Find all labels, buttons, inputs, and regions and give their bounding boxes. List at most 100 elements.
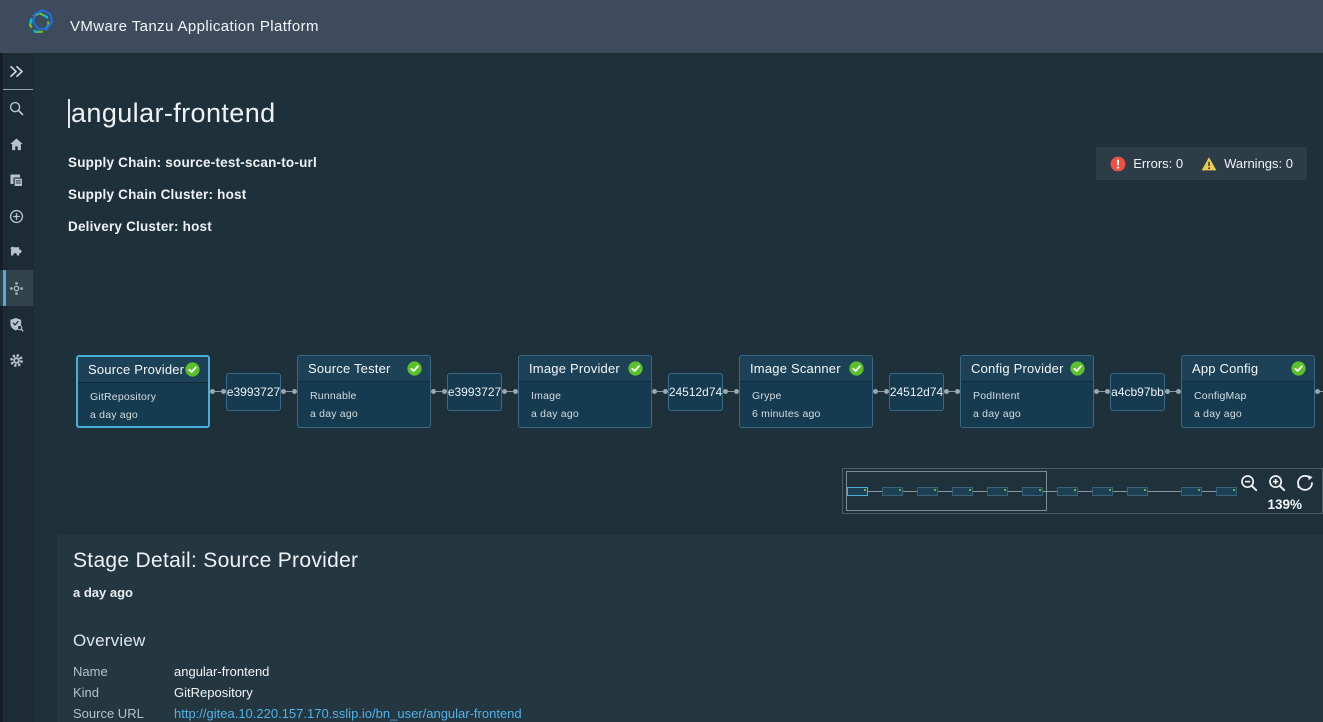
settings-icon xyxy=(8,352,25,369)
overview-field-row: Source URL http://gitea.10.220.157.170.ss… xyxy=(73,703,1323,722)
sidebar-item-search[interactable] xyxy=(0,90,33,126)
zoom-out-icon[interactable] xyxy=(1240,474,1258,492)
success-check-icon xyxy=(407,361,422,376)
graph-connector xyxy=(1165,389,1181,394)
minimap-node xyxy=(1127,487,1148,496)
sidebar-item-supply-chains[interactable] xyxy=(0,270,33,306)
field-value: GitRepository xyxy=(174,685,253,700)
artifact-node[interactable]: 24512d74 xyxy=(889,372,944,411)
graph-connector xyxy=(210,389,226,394)
stage-node-title: Image Scanner xyxy=(750,361,841,376)
artifact-node[interactable]: e3993727 xyxy=(447,372,502,411)
graph-connector xyxy=(944,389,960,394)
catalog-icon xyxy=(8,172,25,189)
stage-node-header: App Config xyxy=(1182,356,1314,382)
sidebar-item-create[interactable] xyxy=(0,198,33,234)
graph-connector xyxy=(1315,389,1323,394)
minimap-node xyxy=(1022,487,1043,496)
supply-chain-cluster-label: Supply Chain Cluster: host xyxy=(68,187,247,202)
stage-node-age: a day ago xyxy=(90,409,138,421)
supply-chain-label: Supply Chain: source-test-scan-to-url xyxy=(68,155,317,170)
minimap-connector xyxy=(1078,491,1092,492)
minimap-connector xyxy=(1043,491,1057,492)
sidebar-item-catalog[interactable] xyxy=(0,162,33,198)
sidebar-item-plugins[interactable] xyxy=(0,234,33,270)
create-icon xyxy=(8,208,25,225)
text-caret xyxy=(68,99,70,128)
field-label: Name xyxy=(73,664,108,679)
artifact-hash: e3993727 xyxy=(447,384,502,399)
minimap-connector xyxy=(903,491,917,492)
sidebar-gutter xyxy=(0,53,3,722)
success-check-icon xyxy=(1070,361,1085,376)
page-title: angular-frontend xyxy=(71,98,276,128)
stage-node-header: Config Provider xyxy=(961,356,1093,382)
success-check-icon xyxy=(1291,361,1306,376)
tanzu-logo-icon xyxy=(28,8,54,33)
security-analysis-icon xyxy=(8,316,25,333)
warnings-count: Warnings: 0 xyxy=(1224,156,1293,171)
expand-icon xyxy=(7,62,26,81)
stage-node-age: a day ago xyxy=(973,408,1021,420)
minimap-node xyxy=(952,487,973,496)
stage-node-title: Image Provider xyxy=(529,361,620,376)
zoom-in-icon[interactable] xyxy=(1268,474,1286,492)
sidebar-item-expand-sidebar[interactable] xyxy=(0,53,33,89)
sidebar-item-home[interactable] xyxy=(0,126,33,162)
errors-count: Errors: 0 xyxy=(1133,156,1184,171)
graph-connector xyxy=(281,389,297,394)
minimap-node xyxy=(1057,487,1078,496)
artifact-node[interactable]: e3993727 xyxy=(226,372,281,411)
sidebar-divider xyxy=(3,89,33,90)
graph-minimap[interactable]: 139% xyxy=(842,468,1323,514)
stage-node-header: Image Provider xyxy=(519,356,651,382)
field-label: Source URL xyxy=(73,706,144,721)
stage-node-kind: PodIntent xyxy=(973,390,1020,402)
stage-node-header: Source Provider xyxy=(78,357,208,383)
stage-node-age: a day ago xyxy=(1194,408,1242,420)
artifact-node[interactable]: 24512d74 xyxy=(668,372,723,411)
reset-view-icon[interactable] xyxy=(1296,474,1314,492)
stage-detail-panel: Stage Detail: Source Provider a day ago … xyxy=(57,535,1323,722)
artifact-node[interactable]: a4cb97bb xyxy=(1110,372,1165,411)
search-icon xyxy=(8,100,25,117)
stage-node-title: Source Provider xyxy=(88,362,185,377)
overview-field-row: Name angular-frontend xyxy=(73,661,1323,682)
field-value: angular-frontend xyxy=(174,664,270,679)
minimap-node xyxy=(1092,487,1113,496)
sidebar-item-settings[interactable] xyxy=(0,342,33,378)
field-label: Kind xyxy=(73,685,100,700)
graph-connector xyxy=(1094,389,1110,394)
minimap-connector xyxy=(1113,491,1127,492)
minimap-node xyxy=(882,487,903,496)
plugins-icon xyxy=(8,244,25,261)
minimap-node xyxy=(987,487,1008,496)
app-title: VMware Tanzu Application Platform xyxy=(70,18,319,35)
minimap-nodes xyxy=(847,487,1237,496)
errors-badge: Errors: 0 xyxy=(1110,156,1183,172)
stage-node-age: a day ago xyxy=(310,408,358,420)
success-check-icon xyxy=(849,361,864,376)
graph-connector xyxy=(502,389,518,394)
stage-node-header: Source Tester xyxy=(298,356,430,382)
artifact-hash: a4cb97bb xyxy=(1111,384,1164,399)
delivery-cluster-label: Delivery Cluster: host xyxy=(68,219,212,234)
stage-node-kind: Runnable xyxy=(310,390,357,402)
artifact-hash: 24512d74 xyxy=(668,384,723,399)
stage-detail-title: Stage Detail: Source Provider xyxy=(73,549,359,572)
stage-node-body: PodIntent a day ago xyxy=(961,382,1093,420)
stage-node-kind: Image xyxy=(531,390,562,402)
sidebar-item-security-analysis[interactable] xyxy=(0,306,33,342)
warning-icon xyxy=(1201,156,1217,170)
source-url-link[interactable]: http://gitea.10.220.157.170.sslip.io/bn_… xyxy=(174,706,522,721)
stage-node-kind: ConfigMap xyxy=(1194,390,1247,402)
